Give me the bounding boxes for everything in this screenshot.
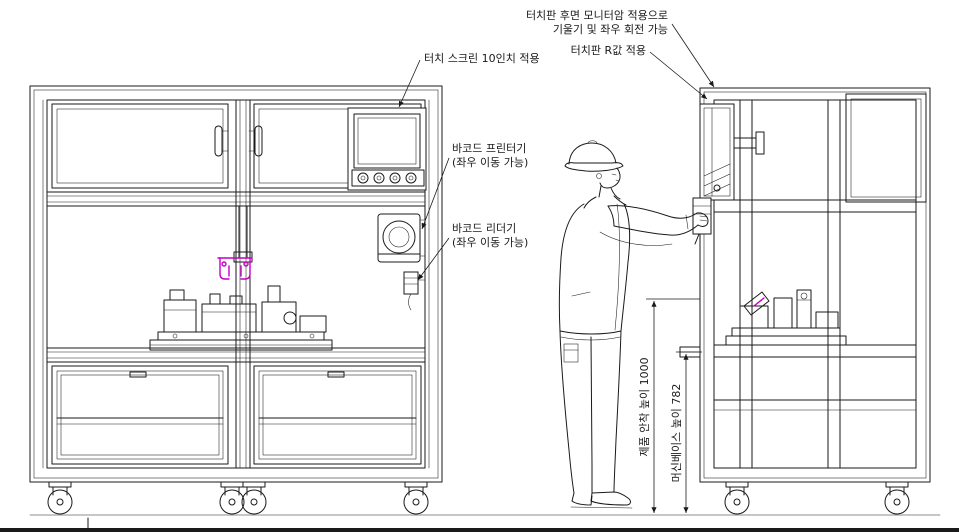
cabinet-handle (327, 371, 345, 378)
operator-hand (696, 212, 709, 227)
leader-touch-screen (398, 59, 421, 108)
side-view-frame (699, 87, 931, 483)
sheet-border (0, 528, 959, 532)
label-barcode-reader-line1: 바코드 리더기 (452, 222, 516, 235)
operator-body (558, 185, 631, 341)
operator-shoes (570, 491, 633, 509)
control-knob (389, 172, 401, 184)
callouts: 터치판 후면 모니터암 적용으로 기울기 및 좌우 회전 가능 터치판 R값 적… (398, 9, 715, 281)
control-knob (405, 172, 417, 184)
touch-monitor (347, 107, 427, 191)
leader-barcode-reader (417, 237, 450, 281)
side-upper-panel (845, 93, 927, 203)
barcode-printer (377, 213, 426, 263)
caster-wheel (884, 481, 910, 515)
barcode-reader (403, 271, 426, 311)
monitor-screen (353, 113, 421, 169)
lower-cabinet-right (253, 365, 422, 465)
label-monitor-arm-line1: 터치판 후면 모니터암 적용으로 (526, 9, 668, 22)
label-touch-r: 터치판 R값 적용 (571, 44, 646, 57)
label-barcode-printer-line1: 바코드 프린터기 (452, 142, 526, 155)
monitor-control-panel (351, 169, 425, 187)
control-knob (373, 172, 385, 184)
caster-wheel (403, 481, 429, 515)
clamp-accent (753, 297, 765, 307)
operator-hard-hat (564, 140, 624, 172)
upper-left-door (51, 103, 229, 189)
door-handle-left (214, 125, 229, 157)
caster-wheel (47, 481, 73, 515)
label-barcode-reader-line2: (좌우 이동 가능) (452, 236, 528, 249)
label-touch-screen: 터치 스크린 10인치 적용 (424, 52, 540, 65)
lower-cabinet-left (51, 365, 229, 465)
dimensions: 제품 안착 높이 1000 머신베이스 높이 782 (638, 298, 702, 513)
caster-wheel (724, 481, 750, 515)
label-barcode-printer-line2: (좌우 이동 가능) (452, 156, 528, 169)
side-fixture (725, 289, 847, 346)
label-monitor-arm-line2: 기울기 및 좌우 회전 가능 (553, 23, 668, 36)
caster-wheel (241, 481, 267, 515)
clamp-accent (217, 257, 253, 280)
front-view (29, 85, 443, 515)
dimension-product-height: 제품 안착 높이 1000 (638, 357, 651, 456)
leader-touch-r (649, 51, 708, 100)
cabinet-handle (129, 371, 147, 378)
cargo-pocket (563, 343, 579, 363)
operator-arm (599, 205, 709, 246)
fixture-assembly (149, 285, 333, 351)
side-view (679, 87, 931, 515)
door-handle-right (248, 125, 263, 157)
control-knob (357, 172, 369, 184)
dimension-base-height: 머신베이스 높이 782 (670, 384, 683, 483)
center-slide (233, 205, 253, 263)
operator-legs (559, 330, 622, 494)
leader-barcode-printer (421, 157, 450, 230)
leader-monitor-arm (671, 23, 715, 88)
side-monitor (699, 103, 765, 201)
operator-head (596, 167, 621, 189)
caster-wheel (219, 481, 245, 515)
operator-figure (558, 140, 709, 509)
